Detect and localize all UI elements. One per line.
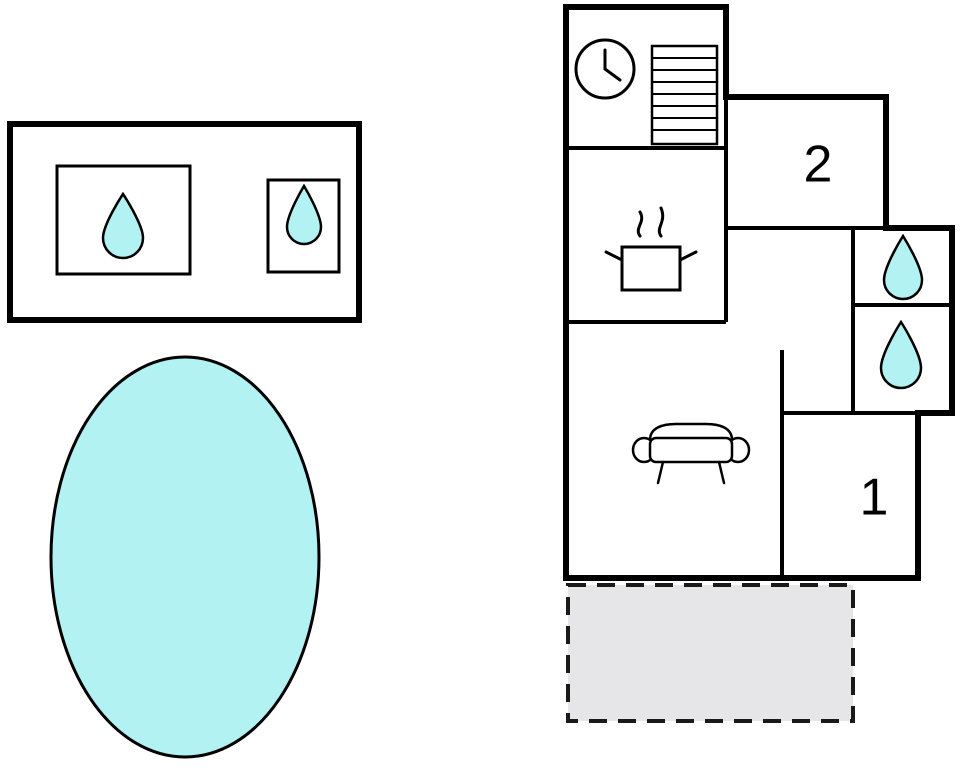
swimming-pool [49,355,321,759]
sofa-icon [631,422,751,485]
bedroom-1-label: 1 [860,469,889,527]
water-drop-icon [285,183,323,246]
bathroom-drop-upper-icon [882,233,924,301]
bedroom-2-label: 2 [804,136,833,194]
bathroom-block [7,121,362,323]
clock-icon [574,38,636,100]
stairs-icon [650,44,719,146]
cooking-pot-icon [604,206,698,292]
water-drop-icon [101,191,145,260]
terrace-area [566,583,855,723]
bathroom-drop-lower-icon [879,319,923,390]
pool-ellipse [49,355,321,759]
house-block: 2 1 [563,4,955,723]
